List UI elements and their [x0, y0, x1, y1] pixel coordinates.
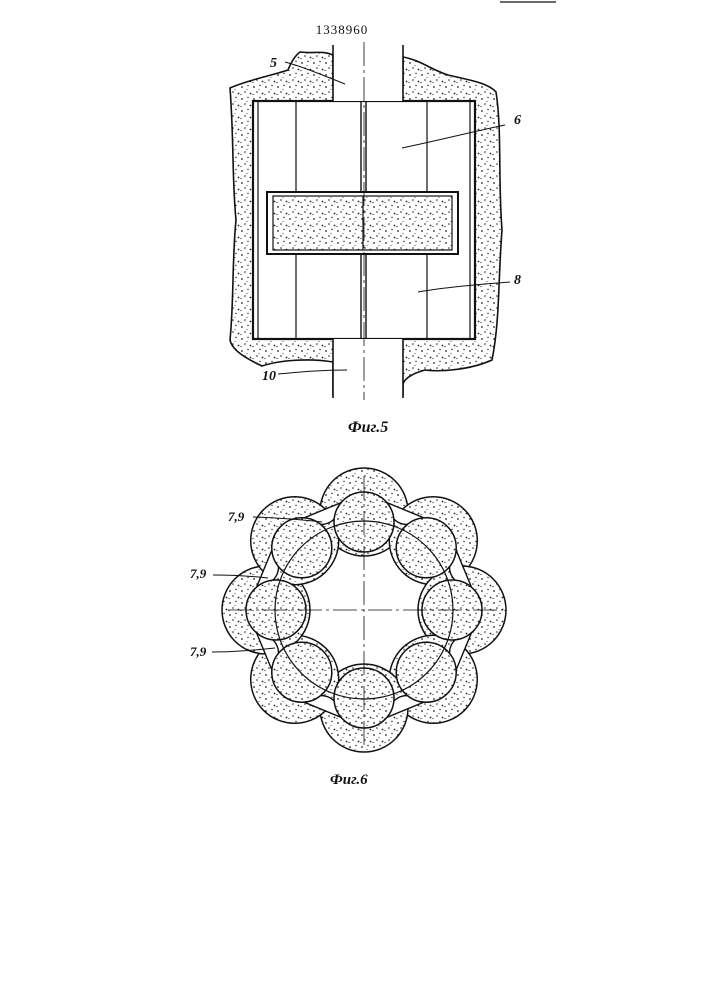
fig6-label-b: 7,9 — [190, 566, 207, 581]
fig5-bottom-channel — [333, 339, 403, 399]
fig5-caption: Фиг.5 — [348, 419, 388, 436]
fig5-label-6: 6 — [514, 113, 521, 128]
fig5-label-8: 8 — [514, 273, 521, 288]
fig6-caption: Фиг.6 — [330, 772, 368, 788]
figure-6: 7,9 7,9 7,9 Фиг.6 — [190, 468, 506, 788]
fig5-top-channel — [333, 40, 403, 101]
document-number: 1338960 — [316, 22, 369, 37]
fig6-label-a: 7,9 — [228, 509, 245, 524]
fig6-label-c: 7,9 — [190, 644, 207, 659]
fig6-element-circle — [272, 518, 332, 578]
fig6-element-circle — [272, 642, 332, 702]
fig5-label-10: 10 — [262, 369, 276, 384]
fig6-element-circle — [396, 642, 456, 702]
fig5-label-5: 5 — [270, 56, 277, 71]
figure-5: 5 6 8 10 Фиг.5 — [230, 40, 521, 436]
fig6-element-circle — [396, 518, 456, 578]
